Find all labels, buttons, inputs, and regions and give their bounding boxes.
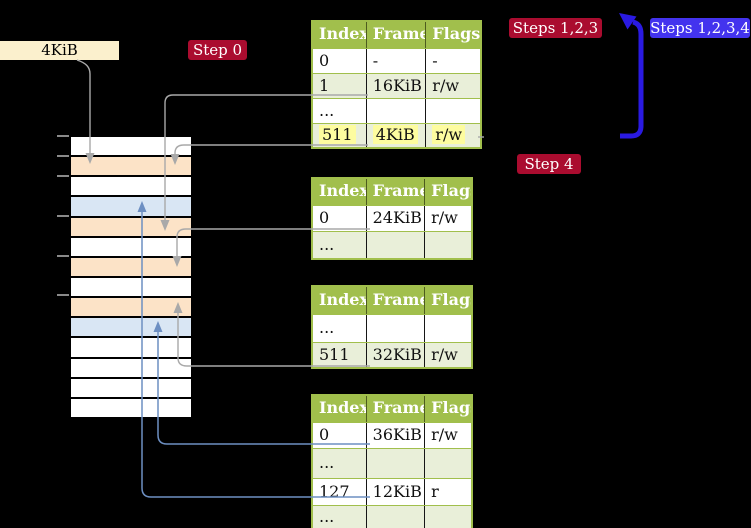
table-cell: 36KiB [367,423,426,448]
address-tick [57,175,69,177]
memory-frame-row-7-white [71,275,191,297]
table-cell [425,449,471,478]
table-cell [367,506,426,528]
address-tick [57,155,69,157]
table-cell: r/w [431,208,458,227]
memory-frame-row-9-blue [71,316,191,337]
table-cell [426,99,480,123]
column-header: Flags [431,290,471,309]
table-row: ... [313,314,471,342]
memory-frame-row-6-peach [71,255,191,276]
column-header: Frame [367,179,426,205]
table-cell: - [432,51,438,70]
address-tick [57,254,69,257]
column-header: Frame [367,22,427,48]
badge-step-4: Step 4 [517,154,581,174]
table-cell: 127 [313,479,367,505]
column-header: Flags [432,24,480,43]
address-tick [57,294,69,296]
highlighted-value: 4KiB [372,125,418,144]
frame-size-label: 4KiB [0,41,119,60]
address-tick [57,135,69,137]
address-tick [57,214,69,217]
highlighted-value: r/w [432,125,466,144]
column-header: Flags [431,181,471,200]
memory-frame-row-0-white [71,137,191,156]
table-cell [367,99,427,123]
table-cell: r/w [431,345,458,364]
table-cell: 4KiB [367,124,427,147]
table-cell: 16KiB [367,74,427,98]
badge-step-0: Step 0 [188,40,247,60]
memory-frame-row-12-white [71,376,191,397]
table-row: ... [313,505,471,528]
table-cell: 1 [313,74,367,98]
recursive-loop-arrow [620,19,644,139]
memory-frame-row-1-peach [71,155,191,176]
table-cell: ... [313,449,367,478]
memory-frame-row-5-white [71,235,191,256]
memory-frame-row-11-white [71,356,191,377]
column-header: Frame [367,287,426,314]
column-header: Index [313,179,367,205]
column-header: Index [313,396,367,422]
table-cell: ... [313,315,367,342]
badge-steps-1234: Steps 1,2,3,4 [650,18,750,38]
memory-frame-row-13-white [71,396,191,417]
table-cell [367,232,426,258]
table-cell: 0 [313,423,367,448]
memory-frame-row-8-peach [71,296,191,317]
column-header: Frame [367,396,426,422]
table-cell [425,232,471,258]
table-cell [367,315,426,342]
table-row: ... [313,448,471,478]
table-cell: ... [313,99,367,123]
table-row: ... [313,231,471,258]
table-cell: r [431,482,439,501]
table-cell: 24KiB [367,206,426,231]
table-cell: r/w [431,425,458,444]
table-cell: 12KiB [367,479,426,505]
table-cell: ... [313,232,367,258]
column-header: Index [313,287,367,314]
table-cell: r/w [432,76,460,95]
table-row: 0-- [313,48,480,73]
table-cell: 0 [313,49,367,73]
highlighted-value: 511 [319,125,356,144]
badge-steps-123: Steps 1,2,3 [509,18,602,38]
memory-frame-row-10-white [71,336,191,357]
physical-memory-strip [69,135,193,419]
table-cell [367,449,426,478]
table-cell: r/w [426,124,480,147]
recursive-loop-arrowhead [619,13,637,30]
column-header: Flags [431,398,471,417]
table-cell [425,315,471,342]
column-header: Index [313,22,367,48]
table-cell [425,506,471,528]
table-cell: 511 [313,124,367,147]
memory-frame-row-4-peach [71,215,191,236]
memory-frame-row-3-blue [71,195,191,216]
table-cell: - [367,49,427,73]
table-row: 511 4KiB r/w [313,123,480,147]
table-cell: 32KiB [367,343,426,367]
table-cell: 0 [313,206,367,231]
table-cell: 511 [313,343,367,367]
table-row: ... [313,98,480,123]
memory-frame-row-2-white [71,175,191,196]
table-cell: ... [313,506,367,528]
